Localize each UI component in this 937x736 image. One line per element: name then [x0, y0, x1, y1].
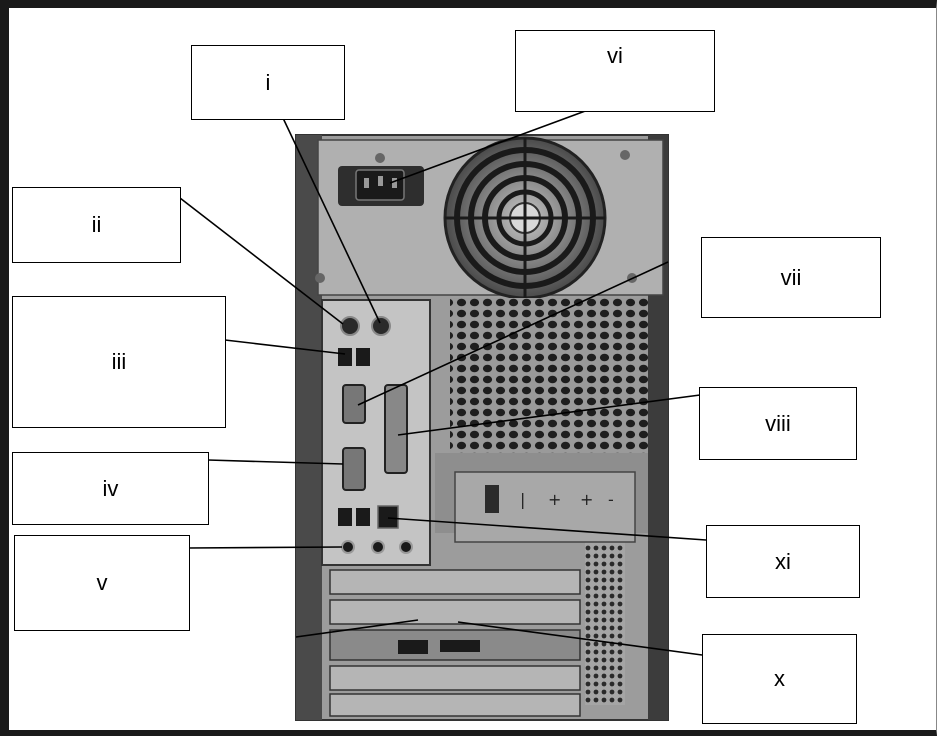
lower-bracket: | + + -	[454, 471, 636, 543]
label-vi: vi	[515, 30, 715, 112]
expansion-slots	[329, 569, 581, 717]
label-vii: vii	[701, 237, 881, 318]
audio-jack	[371, 540, 385, 554]
label-v: v	[14, 535, 190, 631]
label-i: i	[191, 45, 345, 120]
label-xi: xi	[706, 525, 860, 598]
power-pin	[392, 178, 397, 188]
leader-line-iv	[207, 459, 344, 465]
leader-line-x-branch	[295, 619, 419, 638]
psu-screw	[315, 273, 325, 283]
leader-line-vii	[357, 261, 669, 406]
leader-line-i	[282, 117, 381, 324]
label-ii: ii	[12, 187, 181, 263]
usb-port	[338, 508, 352, 526]
card-connector	[398, 640, 428, 654]
serial-port	[342, 384, 366, 424]
computer-case: | + + -	[295, 134, 669, 721]
leader-line-x	[457, 621, 703, 656]
card-connector	[440, 640, 480, 652]
usb-port	[356, 508, 370, 526]
leader-lines	[179, 109, 707, 656]
leader-line-xi	[387, 517, 707, 541]
bracket-mark: +	[548, 490, 561, 509]
lan-port	[377, 505, 399, 529]
audio-jack	[341, 540, 355, 554]
power-pin	[364, 178, 369, 188]
leader-line-iii	[224, 339, 346, 355]
vent-grille	[450, 298, 648, 453]
power-supply-unit	[315, 136, 664, 300]
bracket-mark: |	[520, 490, 525, 509]
label-iv: iv	[12, 452, 209, 525]
expansion-slot	[329, 599, 581, 625]
ps2-port-keyboard	[340, 316, 360, 336]
label-iii: iii	[12, 296, 226, 428]
vga-port	[342, 447, 366, 491]
parallel-port	[384, 384, 408, 474]
leader-line-v	[187, 546, 343, 549]
psu-screw	[620, 150, 630, 160]
bracket-slot	[485, 485, 499, 513]
bracket-mark: -	[608, 490, 614, 509]
ps2-port-mouse	[371, 316, 391, 336]
vent-grille-side	[585, 540, 625, 705]
usb-port	[338, 348, 352, 366]
label-x: x	[702, 634, 857, 724]
psu-screw	[375, 153, 385, 163]
leader-line-vi	[389, 109, 589, 184]
leader-line-viii	[397, 394, 701, 436]
label-viii: viii	[699, 387, 857, 460]
power-pin	[378, 176, 383, 186]
psu-fan-grille	[443, 136, 607, 300]
expansion-slot	[329, 569, 581, 595]
leader-line-ii	[179, 197, 344, 325]
bracket-mark: +	[580, 490, 593, 509]
expansion-slot	[329, 693, 581, 717]
usb-port	[356, 348, 370, 366]
expansion-slot	[329, 665, 581, 691]
audio-jack	[399, 540, 413, 554]
